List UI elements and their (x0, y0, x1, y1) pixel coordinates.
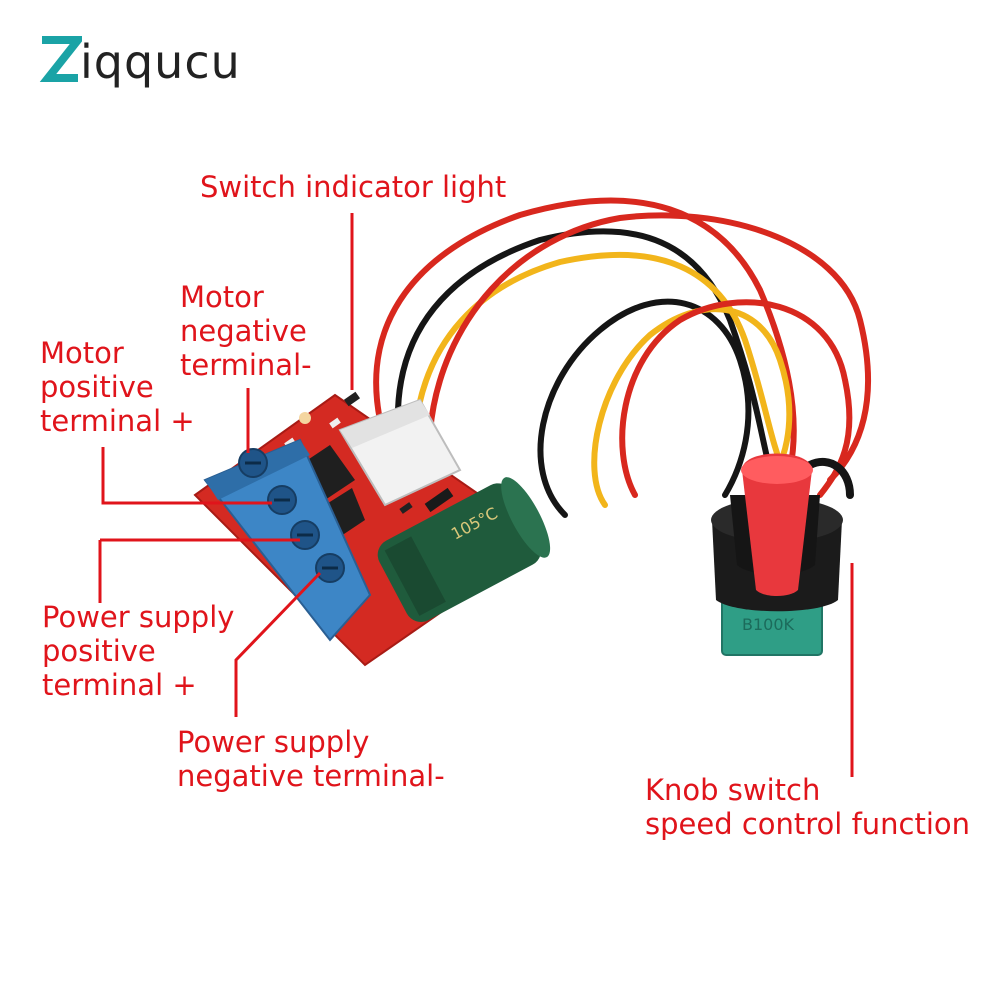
knob-cap (742, 453, 812, 596)
label-power-negative: Power supply negative terminal- (177, 725, 445, 793)
label-switch-indicator: Switch indicator light (200, 170, 507, 204)
speed-control-knob: B100K (711, 453, 843, 656)
label-motor-positive: Motor positive terminal + (40, 336, 195, 438)
label-knob-switch: Knob switch speed control function (645, 773, 971, 841)
callout-lines (98, 213, 854, 777)
label-motor-negative: Motor negative terminal- (180, 280, 312, 382)
potentiometer-marking: B100K (742, 615, 795, 634)
wire-connector (338, 398, 462, 507)
label-power-positive: Power supply positive terminal + (42, 600, 235, 702)
wire-harness (373, 197, 872, 518)
electrolytic-capacitor: 105°C (377, 477, 551, 622)
mounting-hole (299, 412, 311, 424)
brand-name: iqqucu (80, 35, 241, 89)
brand-logo-mark (39, 36, 82, 82)
